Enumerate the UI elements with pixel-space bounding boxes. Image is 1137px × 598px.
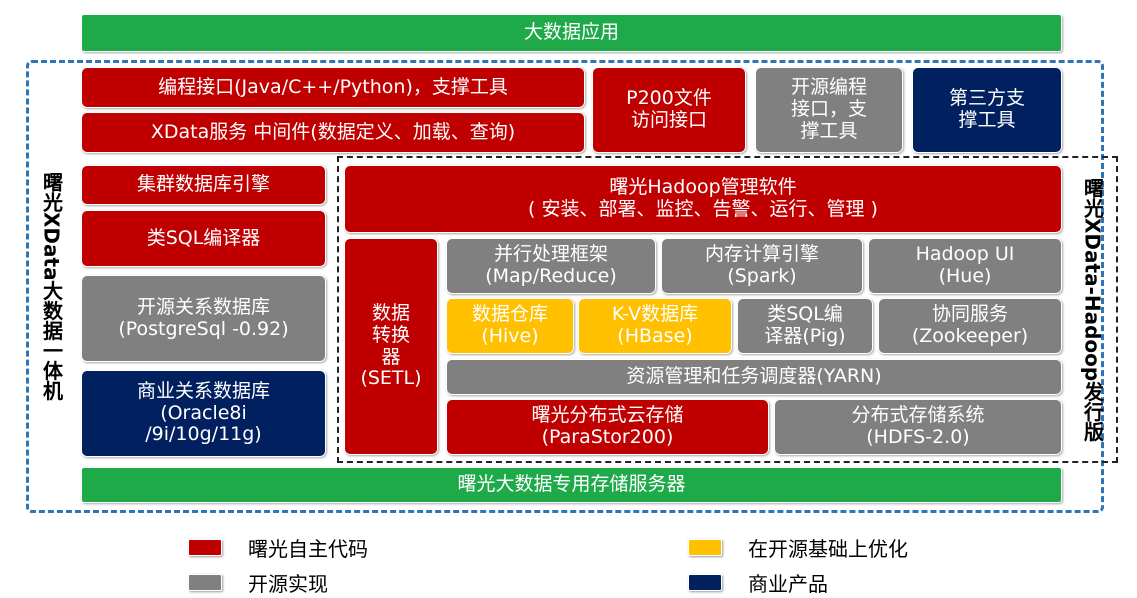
api-tools-label: 编程接口(Java/C++/Python)，支撑工具 (158, 75, 508, 98)
hadoop-distribution-frame (337, 156, 1118, 463)
p200-line-2: 访问接口 (630, 109, 707, 131)
open-api-line-3: 撑工具 (800, 119, 858, 142)
hue-box: Hadoop UI (Hue) (868, 238, 1062, 294)
api-tools-box: 编程接口(Java/C++/Python)，支撑工具 (81, 67, 585, 108)
middleware-box: XData服务 中间件(数据定义、加载、查询) (81, 112, 585, 153)
open-api-box: 开源编程 接口，支 撑工具 (755, 67, 903, 153)
legend-label-commercial: 商业产品 (748, 572, 828, 596)
xdata-appliance-frame (26, 60, 1104, 513)
hadoop-distribution-label: 曙光XData-Hadoop发行版 (1080, 177, 1105, 442)
setl-box: 数据 转换 器 (SETL) (344, 238, 438, 455)
hadoop-manager-box: 曙光Hadoop管理软件 ( 安装、部署、监控、告警、运行、管理 ) (344, 165, 1062, 233)
setl-line-1: 数据 (371, 301, 410, 324)
hbase-line-2: (HBase) (617, 325, 693, 347)
legend-item-own-code: 曙光自主代码 (188, 533, 368, 562)
setl-line-3: 器 (381, 345, 401, 368)
sql-compiler-box: 类SQL编译器 (81, 210, 326, 267)
pig-line-1: 类SQL编 (767, 303, 843, 326)
pig-line-2: 译器(Pig) (764, 325, 846, 347)
hue-line-2: (Hue) (938, 265, 992, 287)
yarn-label: 资源管理和任务调度器(YARN) (626, 365, 882, 388)
legend-label-open-source: 开源实现 (248, 572, 328, 596)
legend-swatch-commercial (688, 574, 722, 591)
yarn-box: 资源管理和任务调度器(YARN) (446, 359, 1062, 395)
spark-line-2: (Spark) (727, 265, 797, 287)
hive-box: 数据仓库 (Hive) (446, 298, 574, 354)
legend-swatch-own-code (188, 539, 222, 556)
oracle-box: 商业关系数据库 (Oracle8i /9i/10g/11g) (81, 370, 326, 457)
postgres-line-1: 开源关系数据库 (136, 295, 270, 318)
p200-box: P200文件 访问接口 (592, 67, 746, 153)
hbase-line-1: K-V数据库 (611, 303, 699, 326)
top-banner-label: 大数据应用 (523, 21, 619, 44)
parastor-line-2: (ParaStor200) (541, 426, 674, 448)
setl-line-4: (SETL) (360, 367, 422, 390)
cluster-db-engine-box: 集群数据库引擎 (81, 165, 326, 205)
hadoop-manager-line-1: 曙光Hadoop管理软件 (609, 176, 797, 199)
p200-line-1: P200文件 (626, 87, 712, 110)
mapreduce-box: 并行处理框架 (Map/Reduce) (446, 238, 656, 294)
hdfs-line-1: 分布式存储系统 (851, 404, 985, 427)
zookeeper-line-1: 协同服务 (931, 303, 1008, 326)
hdfs-line-2: (HDFS-2.0) (866, 426, 970, 448)
postgres-box: 开源关系数据库 (PostgreSql -0.92) (81, 275, 326, 362)
xdata-appliance-label: 曙光XData大数据一体机 (39, 172, 64, 401)
mapreduce-line-2: (Map/Reduce) (485, 265, 617, 287)
mapreduce-line-1: 并行处理框架 (493, 243, 608, 266)
sql-compiler-label: 类SQL编译器 (146, 226, 261, 249)
legend-swatch-open-source (188, 574, 222, 591)
third-party-line-2: 撑工具 (958, 109, 1016, 131)
oracle-line-2: (Oracle8i (160, 401, 247, 424)
spark-box: 内存计算引擎 (Spark) (661, 238, 863, 294)
top-banner: 大数据应用 (81, 14, 1062, 52)
legend-item-commercial: 商业产品 (688, 568, 828, 597)
setl-line-2: 转换 (371, 323, 410, 346)
spark-line-1: 内存计算引擎 (704, 243, 819, 266)
legend-label-optimized: 在开源基础上优化 (748, 537, 908, 561)
bottom-banner: 曙光大数据专用存储服务器 (81, 467, 1062, 503)
cluster-db-engine-label: 集群数据库引擎 (136, 173, 270, 196)
hue-line-1: Hadoop UI (915, 243, 1015, 266)
open-api-line-2: 接口，支 (790, 98, 867, 121)
legend-item-optimized: 在开源基础上优化 (688, 533, 908, 562)
zookeeper-box: 协同服务 (Zookeeper) (878, 298, 1062, 354)
oracle-line-3: /9i/10g/11g) (145, 423, 262, 446)
zookeeper-line-2: (Zookeeper) (911, 325, 1029, 347)
postgres-line-2: (PostgreSql -0.92) (118, 317, 289, 340)
hdfs-box: 分布式存储系统 (HDFS-2.0) (774, 399, 1062, 455)
hbase-box: K-V数据库 (HBase) (578, 298, 732, 354)
third-party-box: 第三方支 撑工具 (912, 67, 1062, 153)
legend-item-open-source: 开源实现 (188, 568, 328, 597)
pig-box: 类SQL编 译器(Pig) (737, 298, 873, 354)
oracle-line-1: 商业关系数据库 (136, 379, 270, 402)
parastor-line-1: 曙光分布式云存储 (531, 404, 684, 427)
legend-swatch-optimized (688, 539, 722, 556)
parastor-box: 曙光分布式云存储 (ParaStor200) (446, 399, 769, 455)
third-party-line-1: 第三方支 (948, 87, 1025, 110)
legend-label-own-code: 曙光自主代码 (248, 537, 368, 561)
middleware-label: XData服务 中间件(数据定义、加载、查询) (150, 120, 516, 143)
open-api-line-1: 开源编程 (790, 76, 867, 99)
hive-line-2: (Hive) (481, 325, 539, 347)
hive-line-1: 数据仓库 (471, 303, 548, 326)
bottom-banner-label: 曙光大数据专用存储服务器 (457, 473, 686, 496)
hadoop-manager-line-2: ( 安装、部署、监控、告警、运行、管理 ) (528, 198, 878, 220)
